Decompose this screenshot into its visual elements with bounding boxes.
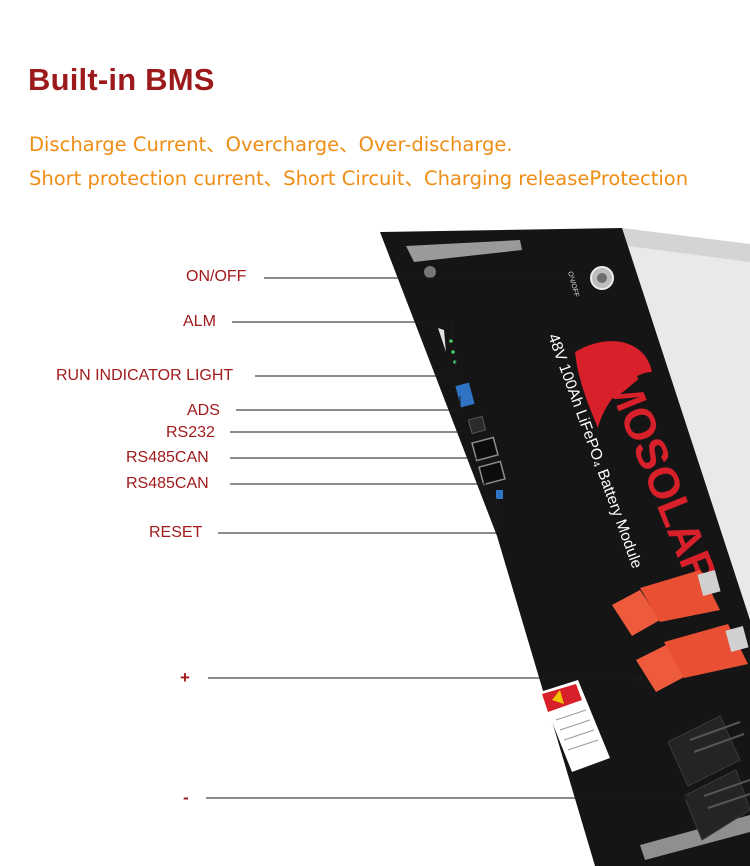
run-indicator-label: RUN INDICATOR LIGHT: [56, 367, 234, 384]
negative-callout-dot: [681, 795, 687, 801]
run-led: [451, 350, 455, 354]
positive-terminal-1[interactable]: [612, 570, 721, 636]
rs485can-port-2[interactable]: [478, 460, 506, 486]
subtitle-line-1: Discharge Current、Overcharge、Over-discha…: [29, 133, 513, 156]
handle-bar: [406, 240, 522, 262]
brand-logo-icon: [575, 341, 652, 428]
on-off-label: ON/OFF: [186, 268, 247, 285]
positive-callout-dot: [637, 675, 643, 681]
rs232-port[interactable]: [467, 415, 487, 435]
warning-icon: [552, 690, 564, 704]
subtitle-line-2: Short protection current、Short Circuit、C…: [29, 167, 689, 190]
negative-label: -: [183, 788, 189, 807]
callout-lines: [206, 277, 684, 799]
reset-button[interactable]: [496, 490, 503, 499]
reset-label: RESET: [149, 524, 203, 541]
negative-terminal-1[interactable]: [667, 715, 745, 787]
negative-terminal-2[interactable]: [683, 769, 750, 841]
module-front-panel: [380, 228, 750, 866]
rs232-label: RS232: [166, 424, 215, 441]
led-label-arrow: [438, 328, 446, 352]
alm-led: [449, 339, 453, 343]
rs485can-port-1[interactable]: [471, 436, 499, 462]
ads-label: ADS: [187, 402, 220, 419]
page-title: Built-in BMS: [28, 62, 215, 97]
rs485can-label-1: RS485CAN: [126, 449, 209, 466]
alm-label: ALM: [183, 313, 216, 330]
warning-label: [540, 680, 610, 772]
positive-label: +: [180, 668, 190, 687]
positive-terminal-2[interactable]: [636, 624, 749, 692]
rs485can-label-2: RS485CAN: [126, 475, 209, 492]
